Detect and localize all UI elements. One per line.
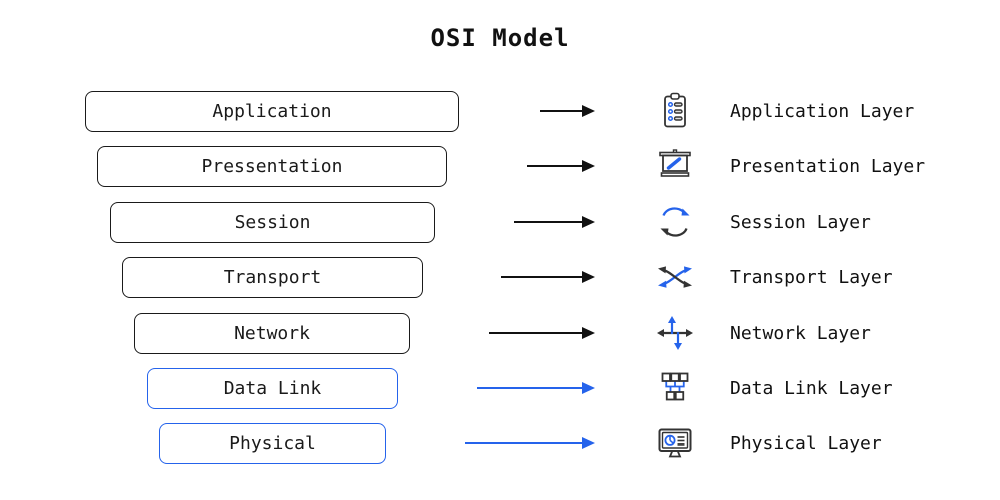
flow-arrow bbox=[540, 104, 595, 117]
layer-label: Transport Layer bbox=[730, 266, 893, 288]
layer-box-session: Session bbox=[110, 202, 435, 243]
layer-box-label: Physical bbox=[229, 433, 316, 454]
layer-box-label: Pressentation bbox=[201, 156, 343, 177]
layer-label: Data Link Layer bbox=[730, 377, 893, 399]
layer-box-physical: Physical bbox=[159, 423, 386, 464]
flow-arrow bbox=[477, 381, 595, 394]
layer-box-presentation: Pressentation bbox=[97, 146, 447, 187]
layer-box-data-link: Data Link bbox=[147, 368, 398, 409]
layer-box-network: Network bbox=[134, 313, 410, 354]
layer-box-application: Application bbox=[85, 91, 459, 132]
layer-label: Application Layer bbox=[730, 100, 915, 122]
multi-directional-arrows-icon bbox=[653, 311, 697, 355]
flow-arrow bbox=[527, 159, 595, 172]
layer-box-label: Session bbox=[234, 212, 311, 233]
layer-box-transport: Transport bbox=[122, 257, 423, 298]
flow-arrow bbox=[489, 326, 595, 339]
flow-arrow bbox=[501, 270, 595, 283]
layer-label: Presentation Layer bbox=[730, 155, 926, 177]
diagram-title: OSI Model bbox=[430, 24, 570, 52]
layer-label: Physical Layer bbox=[730, 432, 882, 454]
layer-box-label: Transport bbox=[223, 267, 322, 288]
network-topology-icon bbox=[653, 366, 697, 410]
layer-box-label: Network bbox=[234, 323, 310, 344]
flow-arrow bbox=[514, 215, 595, 228]
presentation-board-icon bbox=[653, 144, 697, 188]
sync-arrows-icon bbox=[653, 200, 697, 244]
monitor-dashboard-icon bbox=[653, 421, 697, 465]
layer-label: Session Layer bbox=[730, 211, 871, 233]
flow-arrow bbox=[465, 436, 595, 449]
layer-box-label: Data Link bbox=[223, 378, 322, 399]
clipboard-list-icon bbox=[653, 89, 697, 133]
crossed-arrows-icon bbox=[653, 255, 697, 299]
layer-box-label: Application bbox=[212, 101, 332, 122]
layer-label: Network Layer bbox=[730, 322, 871, 344]
